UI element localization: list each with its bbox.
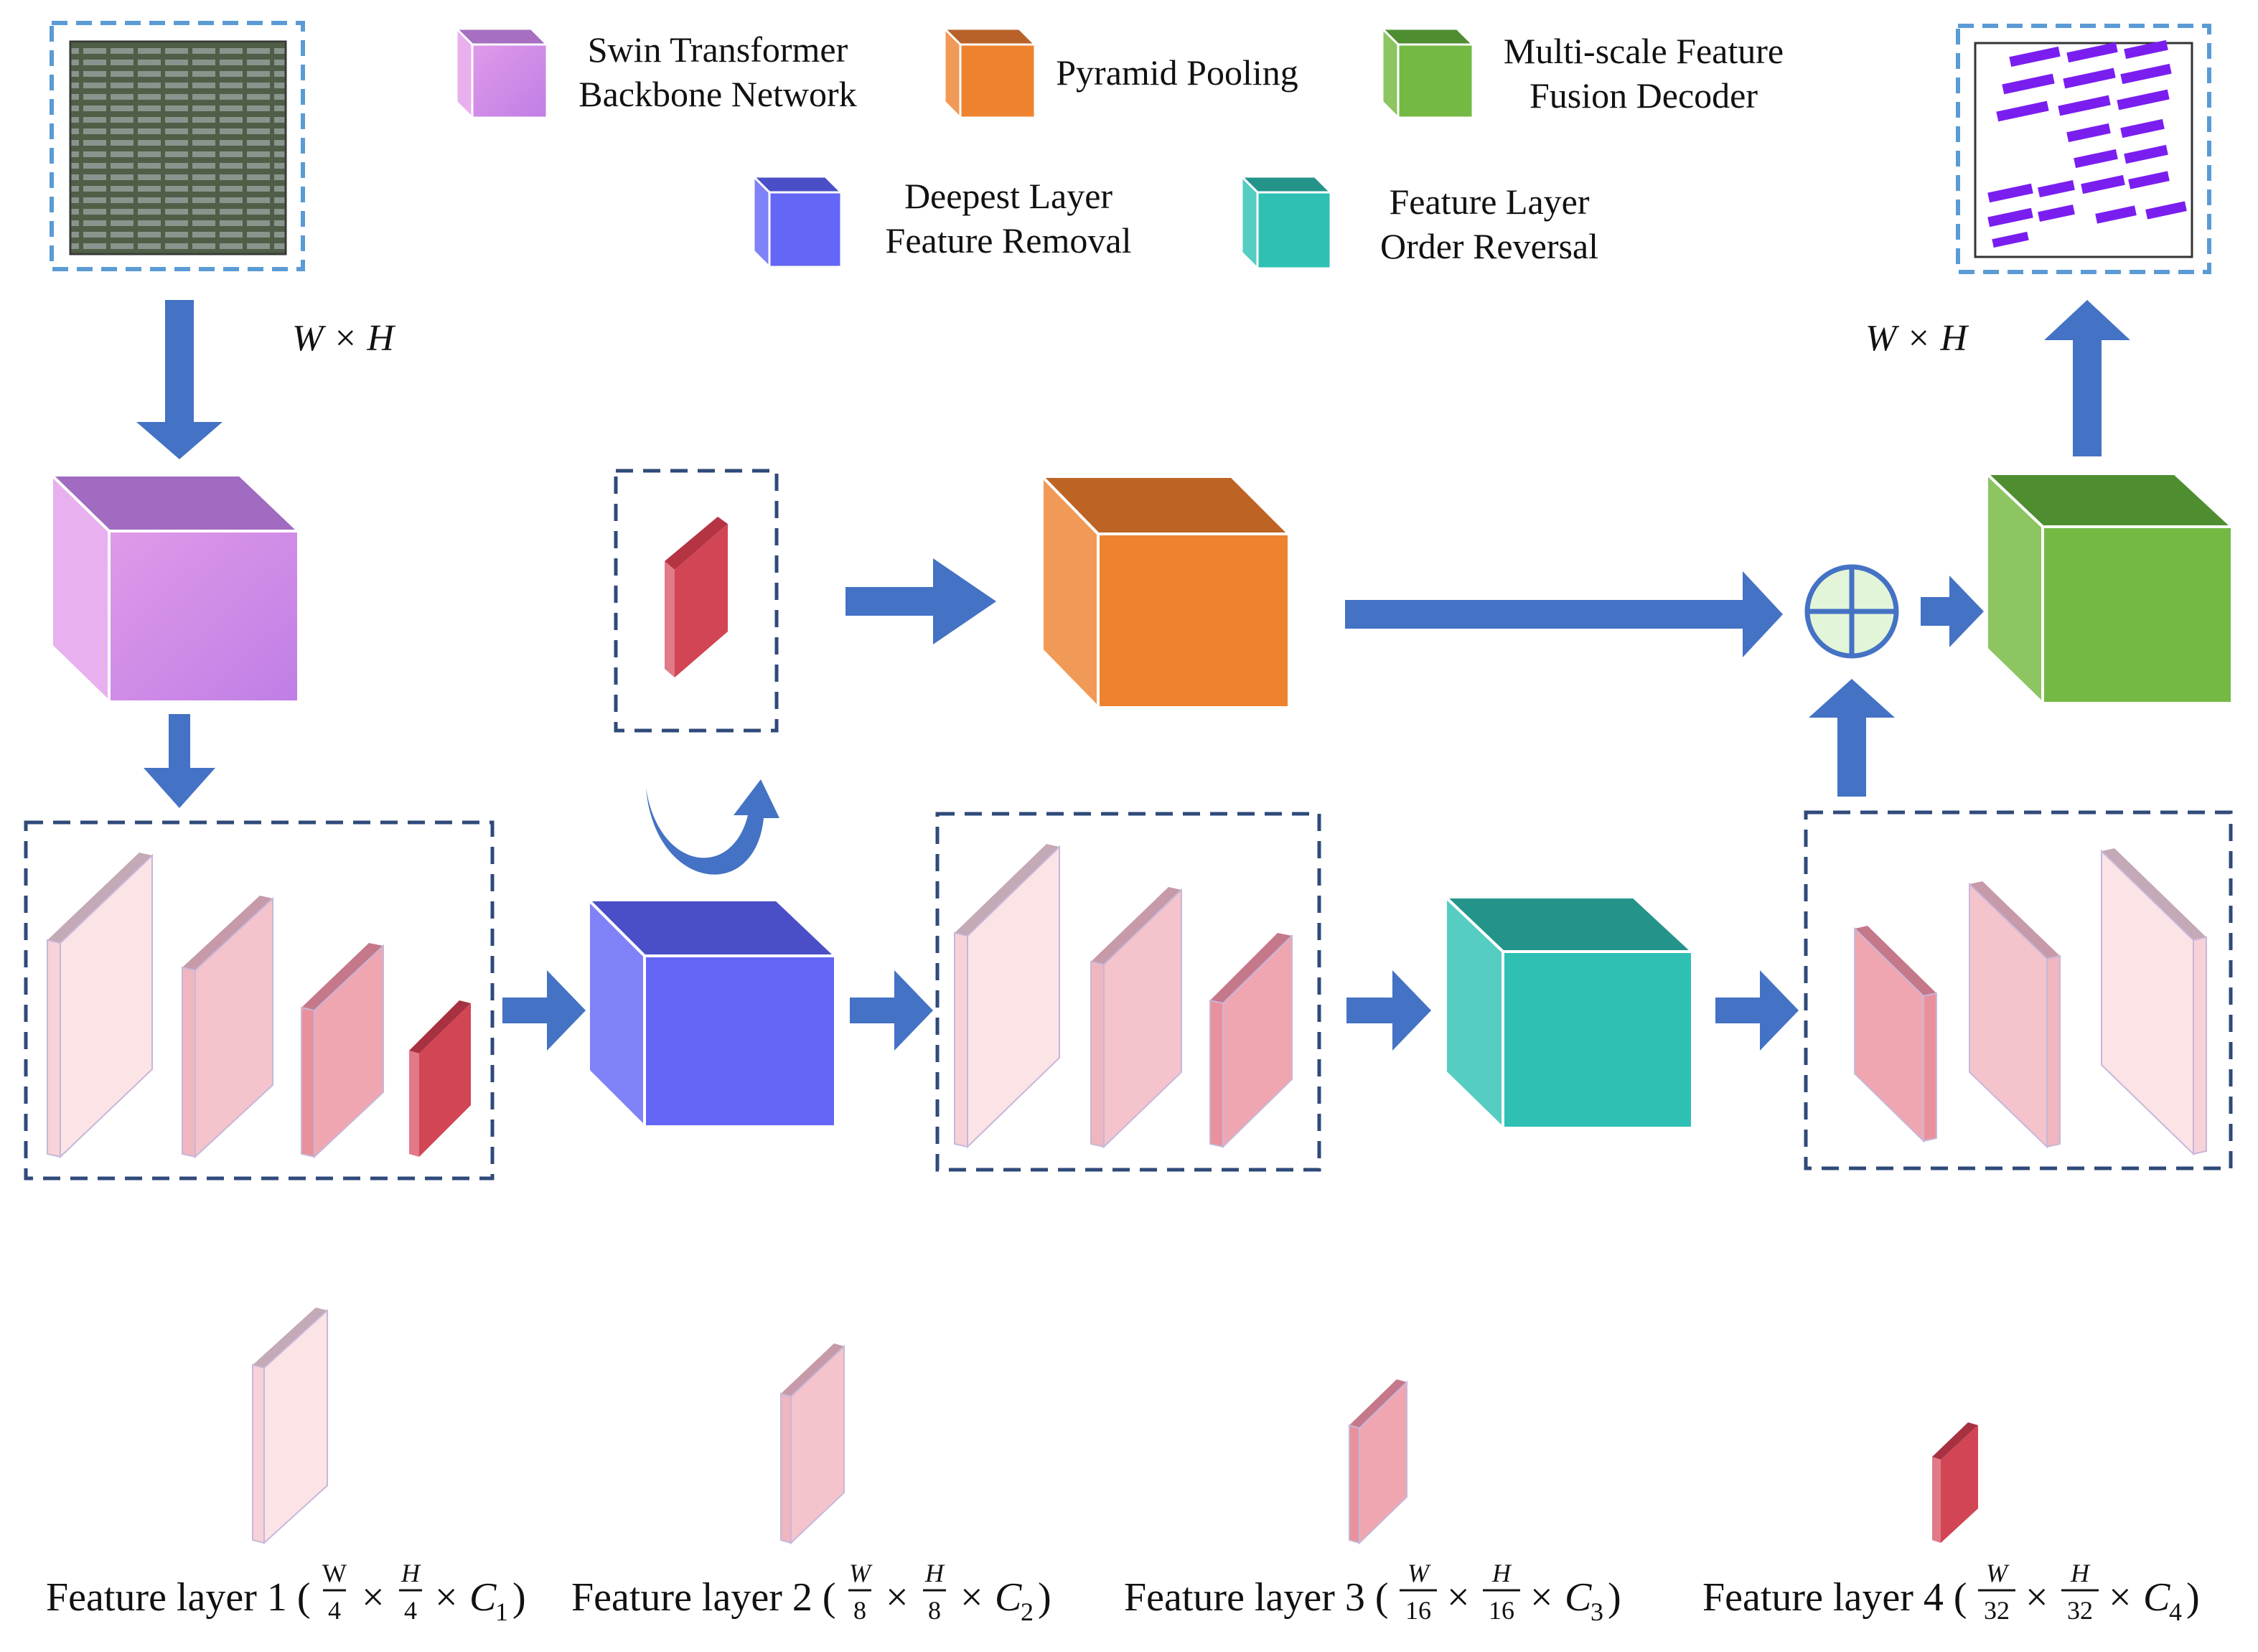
svg-text:C: C bbox=[995, 1575, 1022, 1620]
legend-pyramid-cube bbox=[942, 26, 1038, 121]
svg-text:×: × bbox=[960, 1575, 983, 1620]
pyramid-pooling-cube bbox=[1039, 473, 1293, 711]
svg-text:): ) bbox=[1608, 1575, 1621, 1620]
arrow-fusion-to-decoder bbox=[1921, 576, 1984, 647]
svg-text:Feature layer 2 (: Feature layer 2 ( bbox=[571, 1575, 835, 1620]
svg-text:Feature layer 4 (: Feature layer 4 ( bbox=[1702, 1575, 1967, 1620]
legend-reversal-label-2: Order Reversal bbox=[1380, 226, 1598, 266]
svg-text:×: × bbox=[2109, 1575, 2132, 1620]
arrow-deep-layer-to-pyramid bbox=[845, 558, 996, 644]
legend-deepest-label-2: Feature Removal bbox=[886, 220, 1132, 261]
caption-feature-layer-1: Feature layer 1 ( W 4 × H 4 × C 1 ) bbox=[46, 1559, 526, 1626]
legend-swin-label-2: Backbone Network bbox=[578, 74, 856, 114]
svg-text:): ) bbox=[2186, 1575, 2200, 1620]
arrow-decoder-to-output bbox=[2044, 300, 2130, 456]
output-size-label: W × H bbox=[1865, 318, 1969, 359]
svg-text:×: × bbox=[435, 1575, 458, 1620]
backbone-cube bbox=[48, 471, 303, 705]
svg-text:Feature layer 1 (: Feature layer 1 ( bbox=[46, 1575, 310, 1620]
feature-group-trimmed bbox=[935, 812, 1321, 1172]
arrow-reversal-to-features bbox=[1715, 970, 1799, 1051]
caption-feature-layer-3: Feature layer 3 ( W 16 × H 16 × C 3 ) bbox=[1124, 1559, 1621, 1626]
legend-reversal-label-1: Feature Layer bbox=[1389, 182, 1589, 222]
svg-text:2: 2 bbox=[1021, 1597, 1034, 1626]
legend-decoder-cube bbox=[1379, 26, 1476, 121]
svg-text:4: 4 bbox=[2169, 1597, 2182, 1626]
svg-text:32: 32 bbox=[2067, 1596, 2093, 1625]
legend-deepest-cube bbox=[751, 174, 844, 270]
input-size-label: W × H bbox=[292, 318, 395, 359]
svg-text:4: 4 bbox=[328, 1596, 341, 1625]
svg-text:C: C bbox=[469, 1575, 497, 1620]
svg-text:×: × bbox=[1447, 1575, 1470, 1620]
feature-layer-4-slab bbox=[1932, 1422, 1978, 1543]
legend: Swin Transformer Backbone Network Pyrami… bbox=[454, 26, 1784, 271]
decoder-cube bbox=[1982, 470, 2236, 707]
legend-decoder-label-1: Multi-scale Feature bbox=[1504, 31, 1784, 71]
svg-text:×: × bbox=[2025, 1575, 2048, 1620]
svg-text:W: W bbox=[1407, 1559, 1431, 1587]
input-image-panel bbox=[50, 21, 305, 271]
svg-text:×: × bbox=[886, 1575, 909, 1620]
svg-text:16: 16 bbox=[1405, 1596, 1431, 1625]
legend-swin-cube bbox=[454, 26, 550, 121]
svg-text:32: 32 bbox=[1984, 1596, 2010, 1625]
legend-reversal-cube bbox=[1239, 174, 1334, 271]
satellite-image bbox=[69, 40, 287, 255]
arrow-removal-to-features bbox=[850, 970, 933, 1051]
deepest-removal-cube bbox=[585, 896, 840, 1130]
fusion-add-symbol bbox=[1804, 564, 1899, 659]
arrow-backbone-to-features bbox=[144, 714, 215, 808]
feature-layer-3-slab bbox=[1349, 1379, 1407, 1545]
legend-swin-label-1: Swin Transformer bbox=[588, 29, 848, 70]
feature-layer-1-slab bbox=[252, 1308, 328, 1545]
feature-group-reversed bbox=[1804, 810, 2233, 1170]
svg-text:1: 1 bbox=[495, 1597, 508, 1626]
mask-greenhouses bbox=[1987, 39, 2187, 248]
svg-text:8: 8 bbox=[928, 1596, 941, 1625]
svg-text:H: H bbox=[400, 1559, 421, 1587]
caption-feature-layer-2: Feature layer 2 ( W 8 × H 8 × C 2 ) bbox=[571, 1559, 1051, 1626]
legend-deepest-label-1: Deepest Layer bbox=[904, 176, 1112, 216]
feature-group-encoder bbox=[24, 820, 495, 1181]
svg-text:H: H bbox=[1491, 1559, 1512, 1587]
svg-text:W: W bbox=[322, 1559, 347, 1587]
caption-feature-layer-4: Feature layer 4 ( W 32 × H 32 × C 4 ) bbox=[1702, 1559, 2200, 1626]
svg-text:C: C bbox=[2143, 1575, 2170, 1620]
svg-text:16: 16 bbox=[1489, 1596, 1514, 1625]
output-mask-panel bbox=[1956, 24, 2211, 274]
svg-text:H: H bbox=[924, 1559, 945, 1587]
svg-text:×: × bbox=[362, 1575, 385, 1620]
svg-text:Feature layer 3 (: Feature layer 3 ( bbox=[1124, 1575, 1388, 1620]
legend-pyramid-label: Pyramid Pooling bbox=[1056, 52, 1298, 93]
arrow-features-to-removal bbox=[502, 970, 586, 1051]
deep-layer-box bbox=[614, 469, 779, 733]
svg-text:3: 3 bbox=[1591, 1597, 1603, 1626]
arrow-input-to-backbone bbox=[136, 300, 222, 459]
svg-text:): ) bbox=[512, 1575, 526, 1620]
legend-decoder-label-2: Fusion Decoder bbox=[1529, 75, 1758, 116]
arrow-features-to-reversal bbox=[1346, 970, 1431, 1051]
order-reversal-cube bbox=[1441, 893, 1697, 1132]
arrow-features-to-fusion bbox=[1809, 679, 1895, 797]
svg-text:×: × bbox=[1530, 1575, 1553, 1620]
feature-layer-2-slab bbox=[780, 1343, 845, 1545]
arrow-pyramid-to-fusion bbox=[1345, 571, 1783, 657]
arrow-removal-curve bbox=[646, 779, 779, 875]
svg-text:8: 8 bbox=[853, 1596, 866, 1625]
svg-text:): ) bbox=[1038, 1575, 1051, 1620]
svg-text:4: 4 bbox=[404, 1596, 417, 1625]
svg-text:H: H bbox=[2070, 1559, 2091, 1587]
svg-text:W: W bbox=[1986, 1559, 2010, 1587]
svg-text:W: W bbox=[849, 1559, 873, 1587]
svg-text:C: C bbox=[1565, 1575, 1592, 1620]
